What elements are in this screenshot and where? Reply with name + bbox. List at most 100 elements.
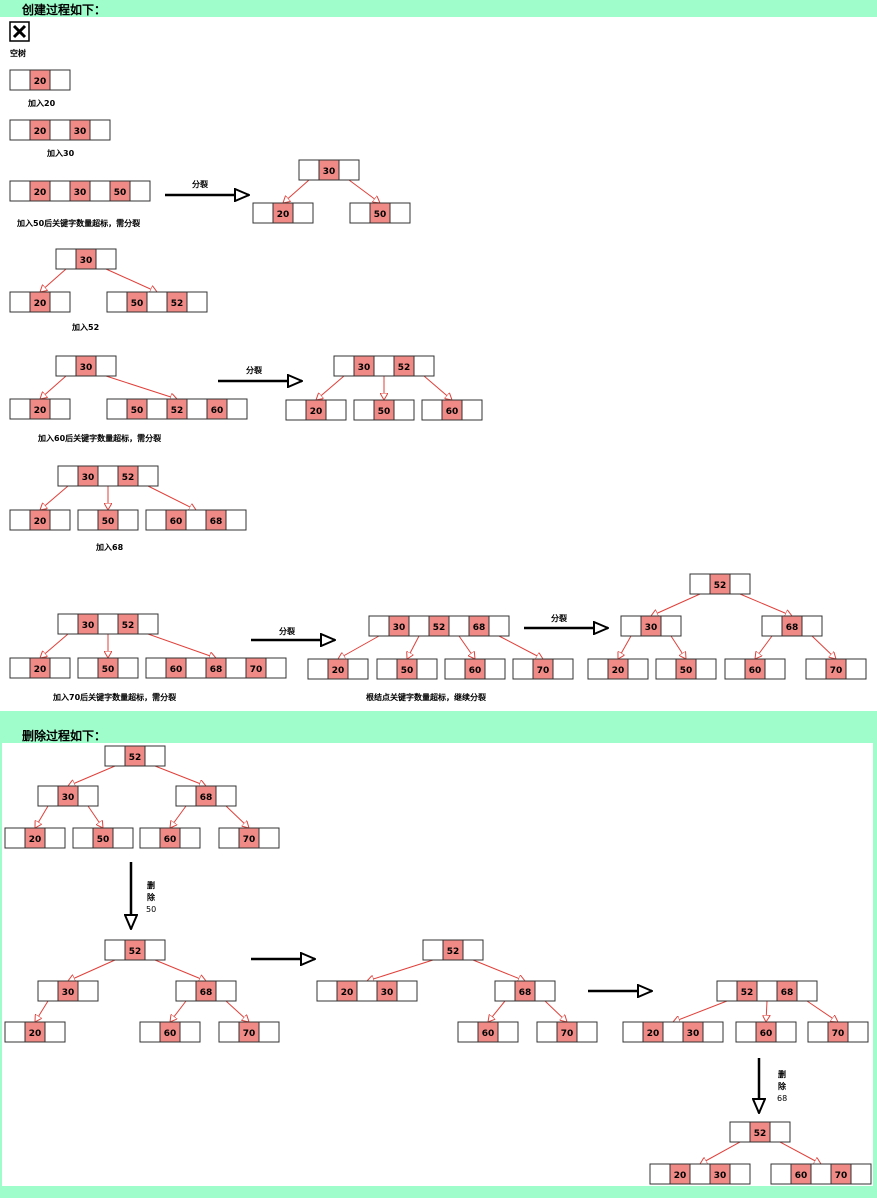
tree-edge bbox=[488, 1000, 506, 1022]
delete-panel bbox=[2, 743, 873, 1186]
pointer-cell bbox=[421, 399, 443, 421]
tree-edge bbox=[766, 1000, 767, 1022]
pointer-cell bbox=[484, 658, 506, 680]
tree-edge bbox=[105, 268, 157, 292]
pointer-cell bbox=[185, 657, 207, 679]
pointer-cell bbox=[807, 1021, 829, 1043]
pointer-cell bbox=[349, 202, 371, 224]
key-label: 60 bbox=[446, 407, 459, 417]
pointer-cell bbox=[179, 1021, 201, 1043]
key-label: 50 bbox=[131, 406, 144, 416]
pointer-cell bbox=[265, 657, 287, 679]
create-section-band bbox=[0, 0, 877, 17]
key-label: 60 bbox=[469, 666, 482, 676]
tree-edge bbox=[170, 805, 187, 828]
pointer-cell bbox=[536, 1021, 558, 1043]
delete-50-label-2: 除 bbox=[147, 892, 156, 902]
pointer-cell bbox=[89, 180, 111, 202]
btree-node: 50 bbox=[655, 658, 717, 680]
pointer-cell bbox=[338, 159, 360, 181]
pointer-cell bbox=[95, 355, 117, 377]
btree-node: 70 bbox=[805, 658, 867, 680]
btree-node: 50 bbox=[353, 399, 415, 421]
btree-node: 30 bbox=[37, 785, 99, 807]
tree-edge bbox=[154, 959, 206, 981]
pointer-cell bbox=[325, 399, 347, 421]
caption-add20: 加入20 bbox=[27, 98, 56, 108]
key-label: 30 bbox=[74, 188, 87, 198]
btree-node: 20 bbox=[587, 658, 649, 680]
pointer-cell bbox=[660, 615, 682, 637]
pointer-cell bbox=[258, 827, 280, 849]
btree-node: 60 bbox=[139, 1021, 201, 1043]
split-label-3: 分裂 bbox=[279, 626, 295, 636]
btree-node: 30 bbox=[620, 615, 682, 637]
pointer-cell bbox=[37, 785, 59, 807]
tree-edge bbox=[670, 635, 686, 659]
pointer-cell bbox=[9, 119, 31, 141]
pointer-cell bbox=[225, 509, 247, 531]
pointer-cell bbox=[9, 69, 31, 91]
pointer-cell bbox=[49, 657, 71, 679]
key-label: 30 bbox=[645, 623, 658, 633]
pointer-cell bbox=[689, 1163, 711, 1185]
tree-edge bbox=[651, 593, 701, 616]
pointer-cell bbox=[186, 291, 208, 313]
pointer-cell bbox=[494, 980, 516, 1002]
pointer-cell bbox=[368, 615, 390, 637]
caption-add70: 加入70后关键字数量超标，需分裂 bbox=[52, 692, 176, 702]
key-label: 60 bbox=[170, 517, 183, 527]
pointer-cell bbox=[44, 1021, 66, 1043]
pointer-cell bbox=[95, 248, 117, 270]
pointer-cell bbox=[735, 1021, 757, 1043]
key-label: 30 bbox=[74, 127, 87, 137]
btree-node: 20 bbox=[4, 1021, 66, 1043]
pointer-cell bbox=[139, 827, 161, 849]
pointer-cell bbox=[215, 785, 237, 807]
btree-node: 52 bbox=[729, 1121, 791, 1143]
key-label: 52 bbox=[754, 1129, 767, 1139]
tree-edge bbox=[35, 805, 49, 828]
pointer-cell bbox=[298, 159, 320, 181]
pointer-cell bbox=[9, 398, 31, 420]
pointer-cell bbox=[44, 827, 66, 849]
key-label: 60 bbox=[749, 666, 762, 676]
tree-edge bbox=[316, 375, 345, 400]
pointer-cell bbox=[396, 980, 418, 1002]
caption-add68: 加入68 bbox=[95, 542, 124, 552]
btree-node: 52 bbox=[104, 745, 166, 767]
btree-node: 52 bbox=[104, 939, 166, 961]
pointer-cell bbox=[9, 180, 31, 202]
key-label: 60 bbox=[211, 406, 224, 416]
key-label: 52 bbox=[741, 988, 754, 998]
key-label: 50 bbox=[114, 188, 127, 198]
key-label: 60 bbox=[760, 1029, 773, 1039]
pointer-cell bbox=[77, 785, 99, 807]
pointer-cell bbox=[112, 827, 134, 849]
pointer-cell bbox=[552, 658, 574, 680]
tree-edge bbox=[87, 805, 103, 828]
split-label-2: 分裂 bbox=[246, 365, 262, 375]
key-label: 52 bbox=[122, 473, 135, 483]
pointer-cell bbox=[845, 658, 867, 680]
pointer-cell bbox=[9, 291, 31, 313]
tree-edge bbox=[147, 485, 196, 510]
tree-edge bbox=[68, 959, 116, 981]
pointer-cell bbox=[252, 202, 274, 224]
tree-edge bbox=[407, 635, 420, 659]
tree-edge bbox=[367, 959, 434, 981]
key-label: 20 bbox=[34, 299, 47, 309]
pointer-cell bbox=[770, 1163, 792, 1185]
tree-edge bbox=[739, 593, 792, 616]
key-label: 68 bbox=[200, 793, 213, 803]
pointer-cell bbox=[416, 658, 438, 680]
tree-edge bbox=[348, 179, 380, 203]
key-label: 30 bbox=[393, 623, 406, 633]
pointer-cell bbox=[57, 465, 79, 487]
key-label: 52 bbox=[714, 581, 727, 591]
pointer-cell bbox=[729, 573, 751, 595]
tree-edge bbox=[811, 635, 836, 659]
